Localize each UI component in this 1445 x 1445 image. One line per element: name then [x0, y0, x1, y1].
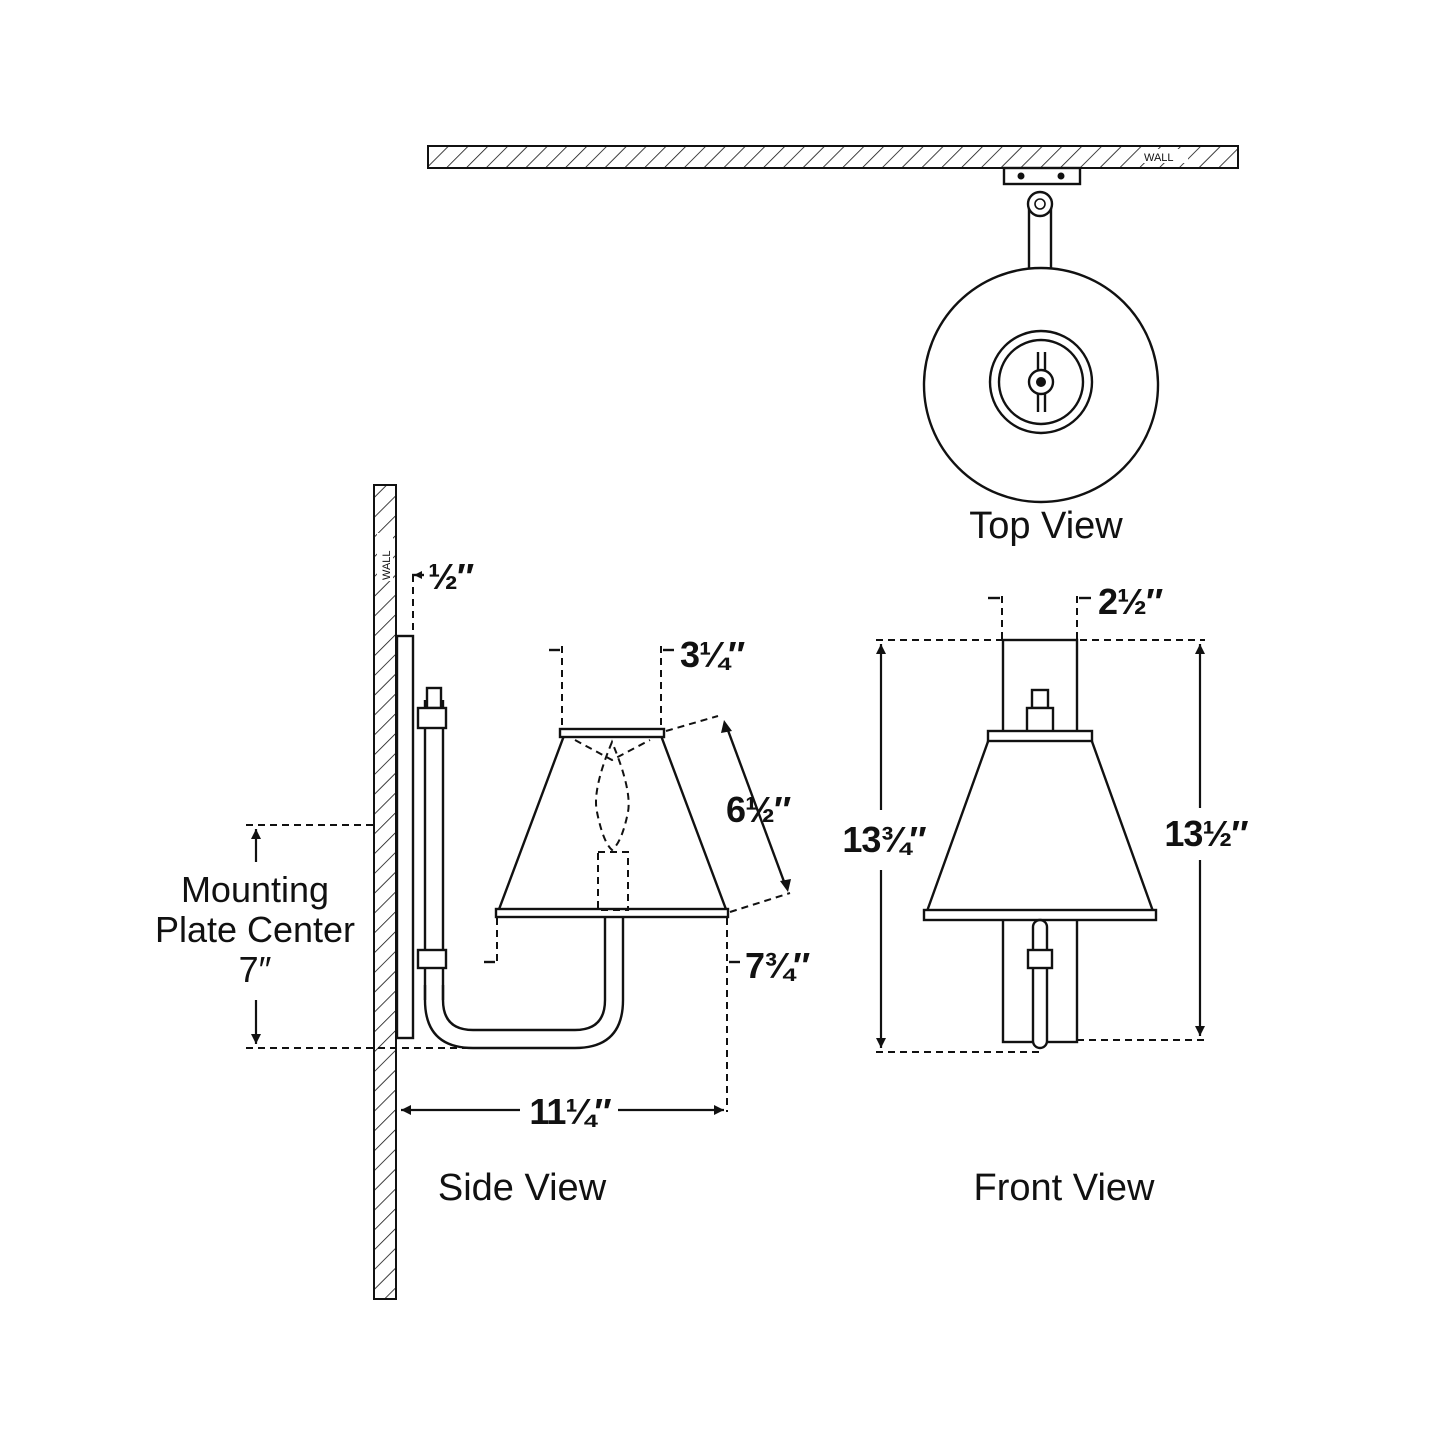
side-backplate [395, 634, 415, 1040]
top-shade-inner-ring [988, 329, 1094, 435]
front-view-title: Front View [974, 1167, 1155, 1209]
front-shade-top-band [986, 729, 1094, 743]
top-mounting-plate [1002, 166, 1082, 186]
dim-shade-bottom: 7¾″ [745, 945, 810, 986]
dim-backplate-height: 13½″ [1164, 813, 1248, 854]
side-view: WALL ½″ 3¼″ 6 [155, 484, 811, 1300]
top-view-title: Top View [969, 505, 1123, 547]
dim-shade-slant: 6½″ [726, 789, 791, 830]
mounting-value: 7″ [239, 949, 272, 990]
top-wall [427, 145, 1239, 169]
side-shade-top-band [558, 727, 666, 739]
side-wall [373, 484, 397, 1300]
dim-overall-height: 13¾″ [842, 819, 926, 860]
dim-shade-top: 3¼″ [680, 634, 745, 675]
front-view: 2½″ 13¾″ 13½″ Front View [842, 581, 1249, 1209]
top-wall-label: WALL [1144, 152, 1174, 164]
dim-backplate-width: 2½″ [1098, 581, 1163, 622]
side-candle-sleeve [597, 851, 629, 911]
front-finial [1030, 688, 1050, 710]
front-shade [924, 734, 1156, 916]
dim-extension: 11¼″ [529, 1091, 611, 1132]
top-view: WALL Top View [427, 145, 1239, 547]
side-finial [425, 686, 443, 710]
side-lower-collar [416, 948, 448, 970]
side-view-title: Side View [438, 1167, 607, 1209]
side-shade-bottom-band [494, 907, 730, 919]
front-shade-bottom-band [922, 908, 1158, 922]
side-arm [423, 918, 625, 1050]
dim-wall-offset: ½″ [428, 556, 474, 597]
front-arm [1031, 918, 1049, 1050]
side-wall-label: WALL [381, 550, 393, 580]
top-knuckle [1026, 190, 1054, 218]
side-bulb [595, 739, 630, 852]
mounting-line2: Plate Center [155, 909, 355, 950]
side-upper-collar [416, 706, 448, 730]
mounting-line1: Mounting [181, 869, 329, 910]
